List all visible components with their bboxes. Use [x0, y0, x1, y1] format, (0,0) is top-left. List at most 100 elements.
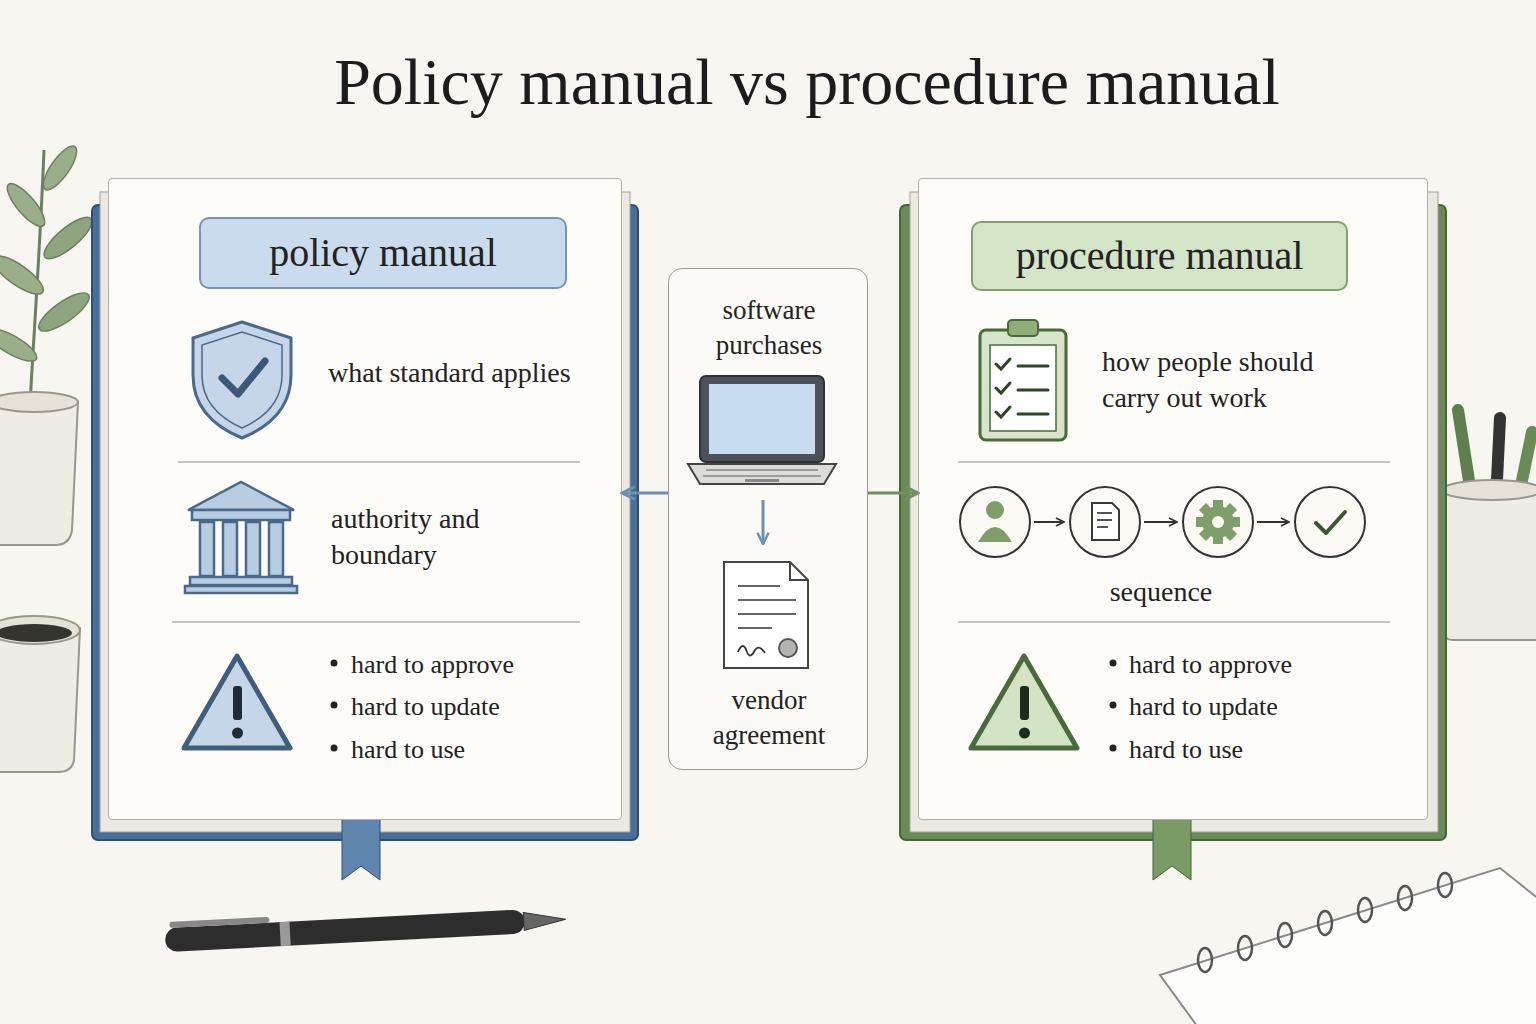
diagram-title: Policy manual vs procedure manual: [334, 46, 1280, 119]
row-text: authority and boundary: [331, 501, 531, 573]
plant: [0, 142, 97, 545]
building-icon: [223, 522, 237, 576]
bullet-text: hard to use: [1129, 733, 1359, 766]
sequence-step: [1316, 512, 1345, 533]
document-icon: [738, 613, 796, 615]
row-text: what standard applies: [328, 355, 628, 391]
sequence-step: [960, 487, 1030, 557]
clipboard-icon: [996, 359, 1010, 417]
heading-text: procedure manual: [973, 223, 1346, 289]
bullet-dot: [331, 660, 338, 667]
laptop-icon: [703, 475, 821, 477]
bullet-text: hard to approve: [351, 648, 581, 681]
book-label: procedure manual: [971, 221, 1348, 291]
plant-pot: [0, 616, 80, 644]
divider-line: [178, 461, 580, 463]
warning-icon: [971, 656, 1077, 748]
notepad: [1160, 868, 1536, 1024]
divider-line: [172, 462, 1390, 622]
notepad: [1278, 923, 1292, 947]
laptop-icon: [709, 384, 815, 454]
clipboard-icon: [1018, 366, 1048, 414]
divider-line: [958, 461, 1390, 463]
building-icon: [192, 510, 290, 520]
bullet-dot: [1110, 702, 1117, 709]
bullet-text: hard to update: [1129, 690, 1359, 723]
bullet-dot: [1110, 745, 1117, 752]
procedure-book: how people should carry out worksequence…: [918, 178, 1428, 820]
bullet-dot: [331, 660, 1117, 752]
building-icon: [269, 522, 283, 576]
example-box: software purchases vendor agreement: [668, 268, 868, 770]
sequence-step: [1183, 487, 1253, 557]
plant: [34, 287, 95, 338]
divider-line: [172, 621, 580, 623]
warning-icon: [1019, 728, 1030, 739]
building-icon: [190, 577, 292, 585]
notepad: [1160, 868, 1536, 1024]
warning-icon: [232, 728, 243, 739]
sequence-step: [1199, 527, 1213, 541]
sequence-step: [1213, 534, 1223, 544]
connector-arrow: [868, 492, 918, 495]
policy-book: what standard appliesauthority and bound…: [108, 178, 622, 820]
shield-icon: [222, 361, 265, 394]
warning-icon: [233, 686, 242, 720]
clipboard-icon: [990, 345, 1056, 431]
warning-icon: [184, 656, 290, 748]
pen-cup: [1442, 480, 1536, 500]
document-icon: [790, 562, 808, 580]
connector-arrow: [622, 492, 668, 495]
plant: [38, 142, 83, 195]
sequence-step: [978, 527, 1012, 542]
sequence-step: [1070, 487, 1140, 557]
down-arrow: [762, 500, 765, 544]
warning-icon: [184, 656, 290, 748]
sequence-step: [1202, 506, 1234, 538]
shield-icon: [193, 322, 291, 438]
plant-pot: [0, 616, 80, 772]
book-cover: [1153, 815, 1191, 880]
sequence-step: [1196, 500, 1240, 544]
book-cover: [342, 815, 380, 880]
document-icon: [738, 646, 765, 656]
step-label: sequence: [1061, 574, 1261, 610]
heading-text: policy manual: [201, 219, 565, 287]
sequence-arrow: [1034, 521, 1064, 523]
building-icon: [200, 522, 214, 576]
bullet-text: hard to approve: [1129, 648, 1359, 681]
document-icon: [724, 562, 808, 668]
notepad: [1358, 898, 1372, 922]
book-label: policy manual: [199, 217, 567, 289]
shield-icon: [202, 332, 282, 428]
example-text: software purchases: [684, 293, 854, 362]
notepad: [1438, 873, 1452, 897]
pen-cup: [1442, 490, 1536, 640]
pen: [523, 910, 566, 930]
laptop-icon: [688, 464, 836, 484]
sequence-step: [1092, 503, 1119, 540]
clipboard-icon: [980, 330, 1066, 440]
bullet-dot: [1110, 660, 1117, 667]
document-icon: [738, 599, 796, 601]
clipboard-icon: [980, 320, 1066, 440]
sequence-step: [1196, 517, 1206, 527]
example-text: vendor agreement: [684, 683, 854, 752]
sequence-step: [1223, 527, 1237, 541]
warning-icon: [971, 656, 1077, 748]
plant: [0, 402, 78, 545]
pen: [279, 922, 290, 946]
plant: [0, 250, 48, 301]
sequence-step: [1223, 503, 1237, 517]
plant: [0, 323, 41, 367]
bullet-dot: [331, 745, 338, 752]
plant: [2, 179, 50, 232]
sequence-arrow: [1034, 521, 1289, 523]
pen: [164, 901, 566, 952]
laptop-icon: [706, 469, 818, 471]
sequence-step: [1199, 503, 1213, 517]
laptop-icon: [688, 376, 836, 484]
plant: [0, 392, 78, 412]
